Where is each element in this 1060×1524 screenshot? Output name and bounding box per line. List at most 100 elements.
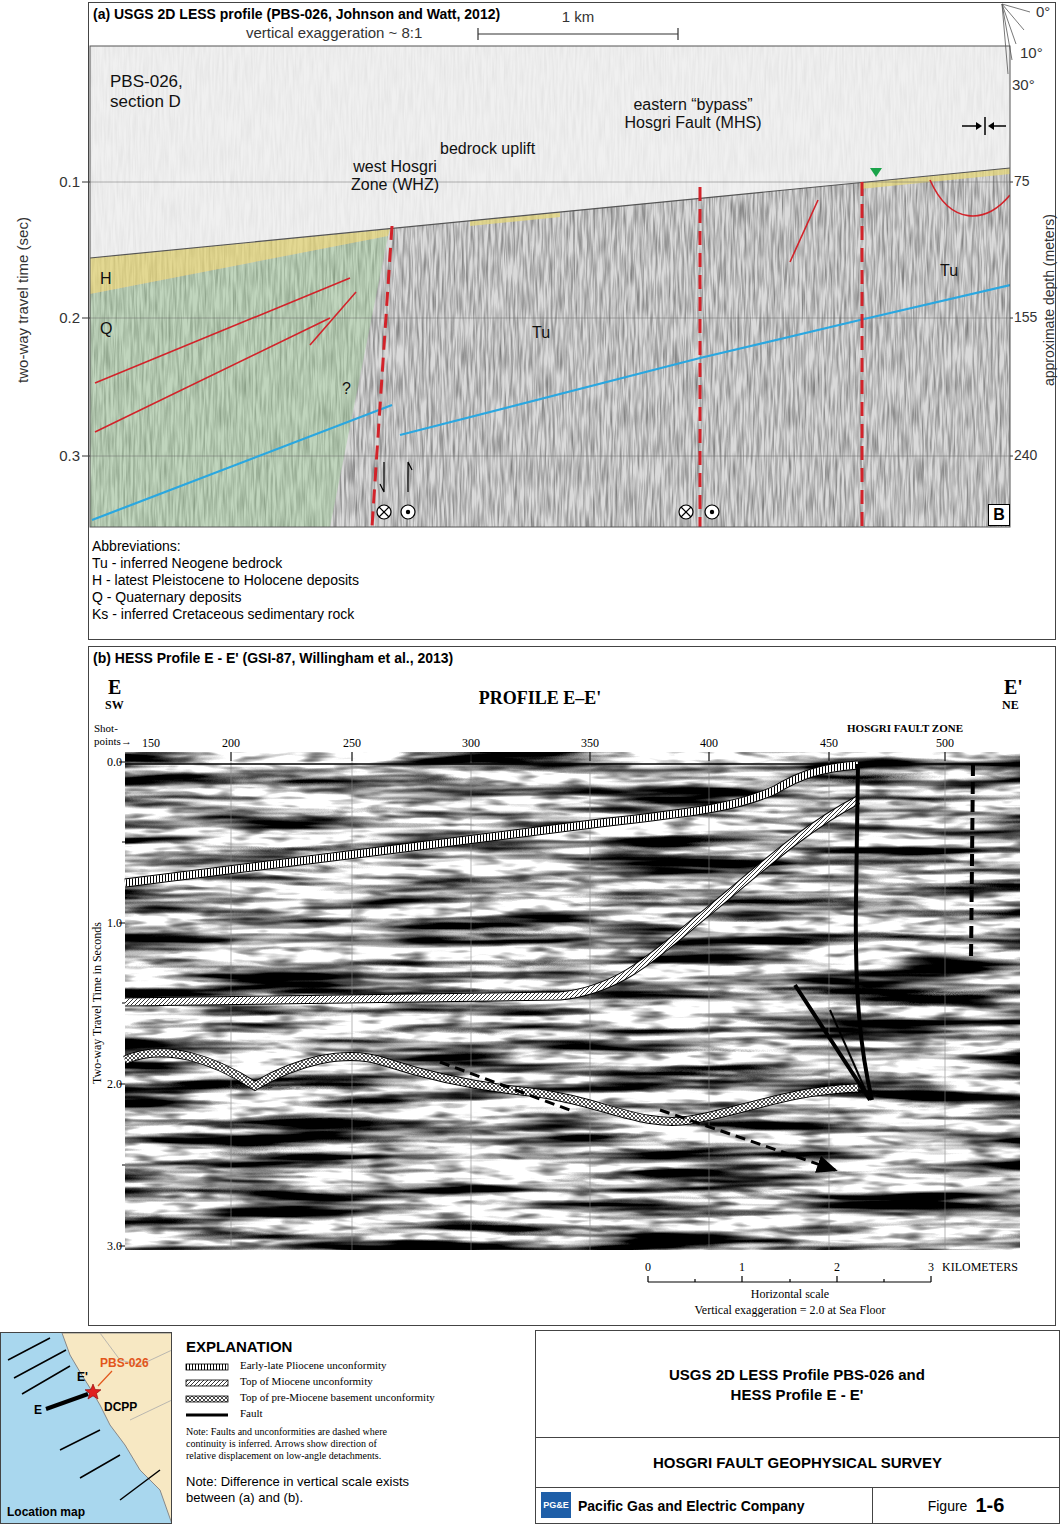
seismic-profile-b [795,764,872,1100]
annotation-label: Tu [940,262,958,280]
legend-text: Fault [240,1407,263,1419]
abbreviation-text: Tu - inferred Neogene bedrock [92,555,282,571]
profile-label: 0.0 [107,755,122,770]
location-map [1,1333,171,1523]
profile-label: 350 [581,736,599,751]
seismic-profile-a [401,505,415,519]
seismic-profile-a [710,510,714,514]
annotation-label: eastern “bypass” Hosgri Fault (MHS) [611,96,776,132]
profile-label: 150 [142,736,160,751]
profile-label: NE [1002,698,1019,713]
annotation-label: H [100,270,112,288]
seismic-profile-a [860,168,1010,189]
profile-label: 450 [820,736,838,751]
seismic-profile-a [95,180,1010,432]
seismic-profile-b [125,764,1020,1250]
seismic-profile-a [90,182,1010,456]
location-map [1,1333,171,1523]
seismic-profile-b [125,765,858,883]
profile-label: 1 [739,1260,745,1275]
seismic-profile-a [406,510,410,514]
seismic-profile-a [377,462,719,519]
survey-name: HOSGRI FAULT GEOPHYSICAL SURVEY [653,1454,942,1471]
figure-number: 1-6 [975,1494,1004,1517]
profile-label: 400 [700,736,718,751]
legend-samples [186,1364,228,1370]
seismic-profile-b [125,764,1020,1250]
profile-label: 1.0 [107,916,122,931]
seismic-profile-a [705,505,719,519]
map-label: E' [77,1370,88,1384]
location-map [100,1333,171,1420]
panel-letter: B [993,506,1005,524]
map-label: DCPP [104,1400,137,1414]
seismic-profile-a [90,46,1010,527]
legend-samples [186,1414,228,1417]
location-map [8,1338,160,1500]
seismic-profile-a [379,507,389,517]
seismic-profile-a [82,182,1013,456]
axis-label: 1 km [562,8,595,25]
annotation-label: Q [100,320,112,338]
axis-label: 0.1 [59,173,80,190]
axis-label: 0.2 [59,309,80,326]
figure-title: USGS 2D LESS Profile PBS-026 and HESS Pr… [667,1365,927,1405]
seismic-profile-b [125,1053,858,1122]
axis-label: 240 [1014,447,1037,463]
seismic-profile-b [125,1053,858,1122]
location-map [62,1333,171,1523]
seismic-profile-b [648,1276,931,1282]
seismic-profile-b [231,752,945,761]
seismic-profile-b [125,765,858,883]
profile-label: E' [1004,676,1023,699]
legend-samples [186,1380,228,1386]
seismic-profile-b [125,800,858,1002]
legend-text: Top of Miocene unconformity [240,1375,373,1387]
profile-label: Two-way Travel Time in Seconds [90,922,105,1084]
profile-label: Vertical exaggeration = 2.0 at Sea Floor [694,1303,885,1318]
legend-samples [186,1364,228,1415]
seismic-profile-a [90,46,1010,527]
profile-label: E [108,676,121,699]
legend-heading: EXPLANATION [186,1338,292,1355]
seismic-profile-b [125,800,858,1002]
company-logo: PG&E [541,1492,571,1518]
seismic-profile-b [971,764,973,960]
profile-label: 3.0 [107,1239,122,1254]
seismic-profile-a [1002,4,1030,74]
seismic-profile-b [125,765,858,883]
seismic-profile-a [380,462,412,492]
annotation-label: Tu [532,324,550,342]
abbreviation-text: Ks - inferred Cretaceous sedimentary roc… [92,606,354,622]
figure-number-cell: Figure1-6 [873,1487,1059,1523]
logo-text: PG&E [543,1500,569,1510]
abbreviation-text: H - latest Pleistocene to Holocene depos… [92,572,359,588]
panel-heading: (b) HESS Profile E - E' (GSI-87, Willing… [93,650,453,666]
axis-label: 10° [1020,44,1043,61]
seismic-profile-a [377,505,391,519]
seismic-profile-b [119,752,1020,1282]
map-label: PBS-026 [100,1356,149,1370]
profile-label: HOSGRI FAULT ZONE [847,722,963,734]
abbreviation-text: Abbreviations: [92,538,181,554]
profile-label: 500 [936,736,954,751]
title-block: USGS 2D LESS Profile PBS-026 and HESS Pr… [535,1330,1060,1524]
location-map [85,1384,101,1399]
axis-label: 30° [1012,76,1035,93]
profile-label: Shot- points→ [94,722,140,748]
annotation-label: PBS-026, section D [110,72,205,112]
seismic-profile-a [90,46,1010,527]
seismic-profile-b [830,1010,868,1096]
seismic-profile-a [679,505,693,519]
panel-heading: (a) USGS 2D LESS profile (PBS-026, Johns… [93,6,500,22]
legend-text: Early-late Pliocene unconformity [240,1359,387,1371]
profile-label: KILOMETERS [942,1260,1018,1275]
axis-label: two-way travel time (sec) [14,217,31,383]
legend-text: Top of pre-Miocene basement unconformity [240,1391,435,1403]
seismic-profile-a [976,122,994,130]
seismic-profile-b [125,1053,858,1122]
panel-frame: (a) USGS 2D LESS profile (PBS-026, Johns… [88,2,1056,640]
location-map [46,1394,88,1409]
seismic-profile-a [962,117,1006,135]
